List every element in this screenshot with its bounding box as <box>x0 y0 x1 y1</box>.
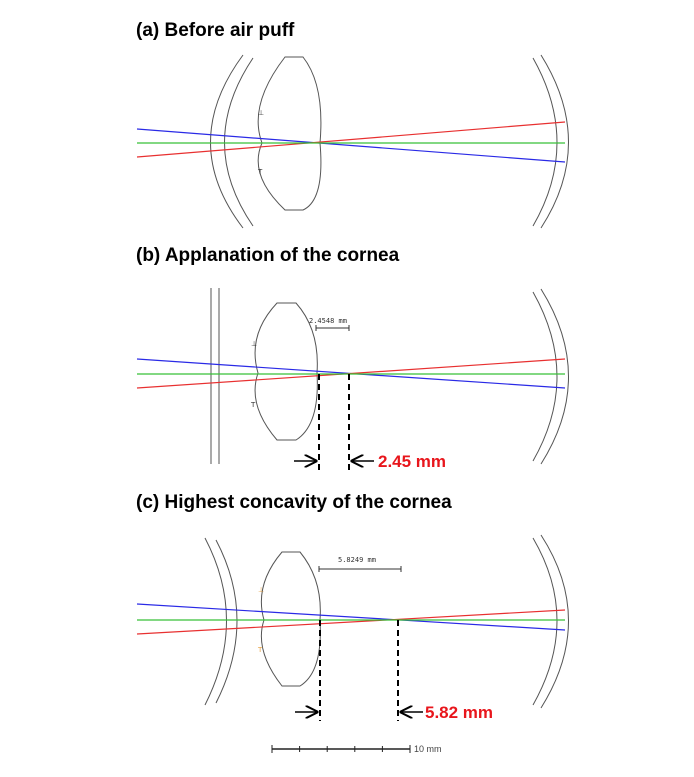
red-ray <box>136 121 566 158</box>
panel-b-title: (b) Applanation of the cornea <box>136 245 400 266</box>
measurement-b: 2.45 mm <box>378 452 446 471</box>
cornea-concave-inner-curve <box>215 539 238 704</box>
blue-ray <box>136 603 566 631</box>
panel-b-diagram: ⊥ T 2.4548 mm 2.45 mm <box>136 288 569 472</box>
retina-outer-curve <box>540 288 569 465</box>
retina-inner-curve <box>532 57 558 227</box>
measurement-c: 5.82 mm <box>425 703 493 722</box>
upper-marker-glyph: ⊥ <box>258 586 264 594</box>
crystalline-lens <box>257 56 322 211</box>
upper-marker-glyph: ⊥ <box>258 109 264 117</box>
panel-a-diagram: ⊥ T <box>136 54 569 229</box>
upper-marker-glyph: ⊥ <box>251 340 257 348</box>
scale-label-c: 5.8249 mm <box>338 556 376 564</box>
lower-marker-glyph: T <box>250 401 256 409</box>
cornea-concave-outer-curve <box>204 537 227 706</box>
scale-label-b: 2.4548 mm <box>309 317 347 325</box>
cornea-inner-curve <box>224 57 254 227</box>
lower-marker-glyph: T <box>257 646 263 654</box>
panel-a-title: (a) Before air puff <box>136 20 295 41</box>
panel-c-diagram: ⊥ T 5.8249 mm 5.82 mm <box>136 534 569 722</box>
lower-marker-glyph: T <box>257 168 263 176</box>
retina-inner-curve <box>532 537 558 706</box>
scale-bar: 10 mm <box>271 744 442 754</box>
red-ray <box>136 609 566 635</box>
retina-inner-curve <box>532 291 558 462</box>
crystalline-lens <box>260 551 321 687</box>
blue-ray <box>136 128 566 163</box>
retina-outer-curve <box>540 534 569 709</box>
panel-c-title: (c) Highest concavity of the cornea <box>136 492 452 513</box>
cornea-outer-curve <box>210 54 244 229</box>
retina-outer-curve <box>540 54 569 229</box>
scale-bar-label: 10 mm <box>414 744 442 754</box>
crystalline-lens <box>254 302 318 441</box>
